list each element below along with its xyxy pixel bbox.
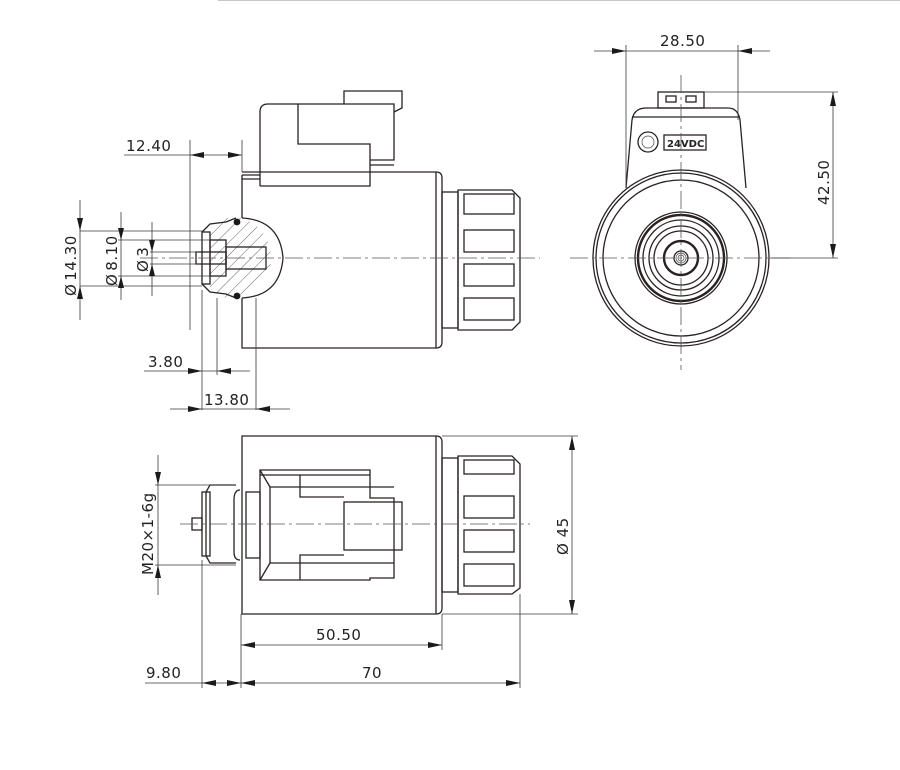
voltage-label: 24VDC bbox=[667, 139, 704, 150]
section-cutaway bbox=[195, 217, 284, 300]
dim-connector-height: 42.50 bbox=[815, 160, 833, 205]
dim-total-length: 70 bbox=[362, 664, 382, 682]
top-knurled-nut bbox=[441, 455, 521, 595]
dim-nut-width: 3.80 bbox=[148, 353, 183, 371]
dim-connector-width: 28.50 bbox=[660, 32, 705, 50]
certification-seal-icon bbox=[637, 131, 659, 153]
dim-thread-length: 9.80 bbox=[146, 664, 181, 682]
front-view: 24VDC 28.50 42.50 bbox=[570, 32, 838, 370]
top-body bbox=[241, 435, 443, 615]
dim-thread: M20×1-6g bbox=[139, 492, 157, 575]
dim-face-to-body: 13.80 bbox=[204, 391, 249, 409]
dim-dia-pin: Ø3 bbox=[134, 247, 152, 272]
top-view: M20×1-6g Ø 45 50.50 9.80 70 bbox=[139, 435, 578, 688]
page-top-border bbox=[218, 0, 900, 1]
dim-dia-mid: Ø8.10 bbox=[103, 235, 121, 286]
dim-dia-outer: Ø14.30 bbox=[62, 235, 80, 296]
dim-body-length: 50.50 bbox=[316, 626, 361, 644]
connector bbox=[242, 90, 403, 187]
top-connector bbox=[259, 469, 403, 581]
dim-connector-offset: 12.40 bbox=[126, 137, 171, 155]
voltage-label-box bbox=[663, 134, 707, 151]
dim-body-diameter: Ø 45 bbox=[554, 517, 572, 555]
front-connector: 24VDC bbox=[625, 91, 747, 189]
coil-body bbox=[241, 171, 443, 349]
side-view: 12.40 Ø14.30 Ø8.10 Ø3 3.80 13.80 bbox=[62, 90, 540, 412]
knurled-nut bbox=[441, 189, 521, 331]
